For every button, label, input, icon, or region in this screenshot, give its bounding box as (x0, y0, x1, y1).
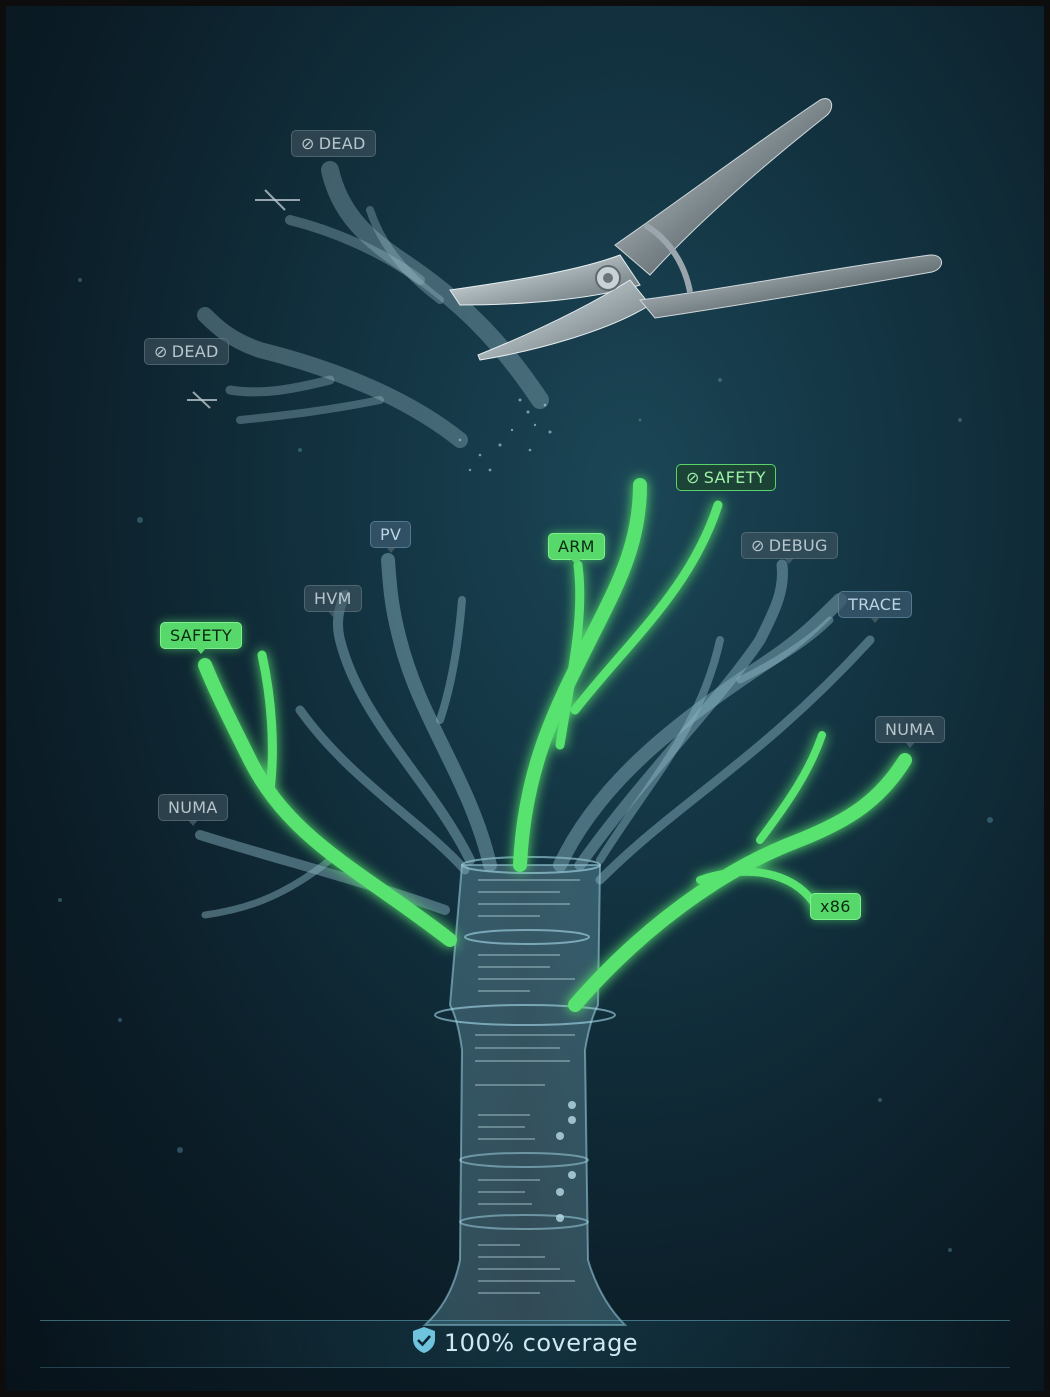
dust-particles (459, 399, 552, 472)
pruning-shears-icon (450, 99, 942, 360)
numa-tag-right: NUMA (875, 716, 945, 743)
dead-tag-left: ⊘DEAD (144, 338, 229, 365)
cut-mark-icons (187, 190, 300, 408)
safety-tag-top: ⊘SAFETY (676, 464, 776, 491)
trace-tag: TRACE (838, 591, 912, 618)
prohibited-icon: ⊘ (751, 536, 765, 555)
dead-tag-top: ⊘DEAD (291, 130, 376, 157)
trunk (425, 857, 625, 1325)
inactive-branches (200, 560, 870, 915)
prohibited-icon: ⊘ (686, 468, 700, 487)
shield-check-icon (412, 1326, 436, 1360)
safety-tag-left: SAFETY (160, 622, 242, 649)
prohibited-icon: ⊘ (154, 342, 168, 361)
prohibited-icon: ⊘ (301, 134, 315, 153)
hvm-tag: HVM (304, 585, 362, 612)
pv-tag: PV (370, 521, 411, 548)
coverage-label: 100% coverage (0, 1326, 1050, 1360)
arm-tag: ARM (548, 533, 605, 560)
x86-tag: x86 (810, 893, 861, 920)
debug-tag: ⊘DEBUG (741, 532, 838, 559)
numa-tag-left: NUMA (158, 794, 228, 821)
